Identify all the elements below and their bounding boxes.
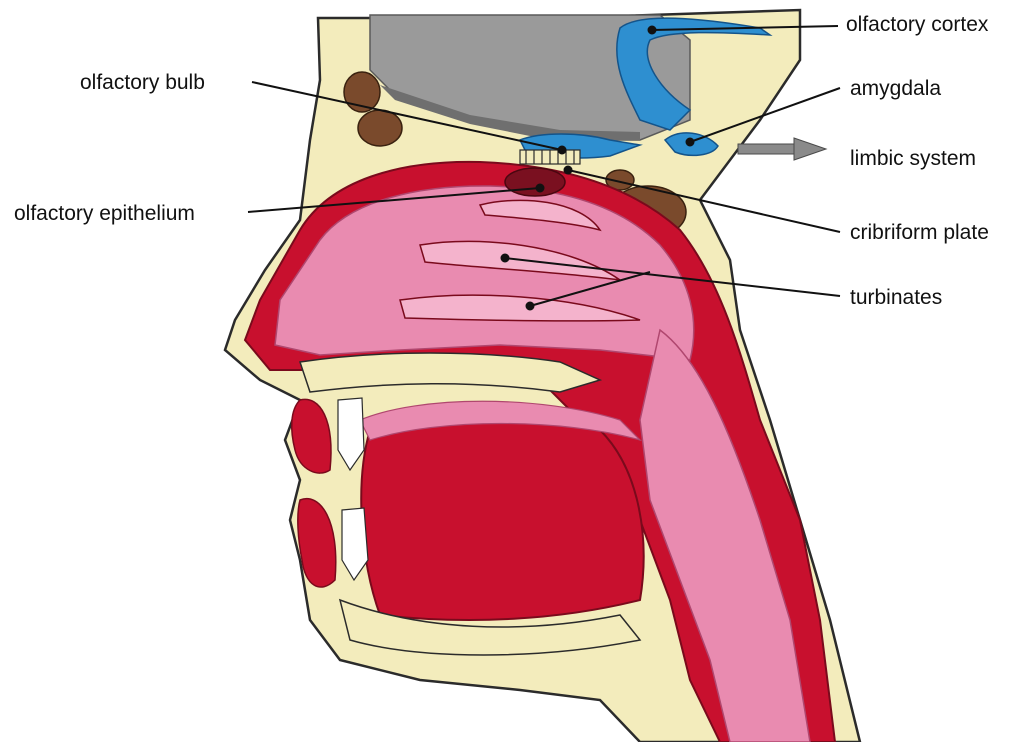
leader-amygdala-dot bbox=[687, 139, 694, 146]
olfactory-epithelium-patch bbox=[505, 168, 565, 196]
label-cribriform-plate: cribriform plate bbox=[850, 222, 989, 243]
label-limbic-system: limbic system bbox=[850, 148, 976, 169]
leader-cribriform-dot bbox=[565, 167, 572, 174]
leader-cortex-dot bbox=[649, 27, 656, 34]
leader-turbinates-b-dot bbox=[527, 303, 534, 310]
label-turbinates: turbinates bbox=[850, 287, 942, 308]
label-olfactory-epithelium: olfactory epithelium bbox=[14, 203, 195, 224]
leader-turbinates-a-dot bbox=[502, 255, 509, 262]
label-amygdala: amygdala bbox=[850, 78, 941, 99]
tongue bbox=[361, 415, 643, 620]
label-olfactory-bulb: olfactory bulb bbox=[80, 72, 205, 93]
leader-epithelium-dot bbox=[537, 185, 544, 192]
leader-bulb-dot bbox=[559, 147, 566, 154]
frontal-sinus-lower bbox=[358, 110, 402, 146]
limbic-system-arrow bbox=[738, 138, 826, 160]
label-olfactory-cortex: olfactory cortex bbox=[846, 14, 988, 35]
cribriform-plate-shape bbox=[520, 150, 580, 164]
